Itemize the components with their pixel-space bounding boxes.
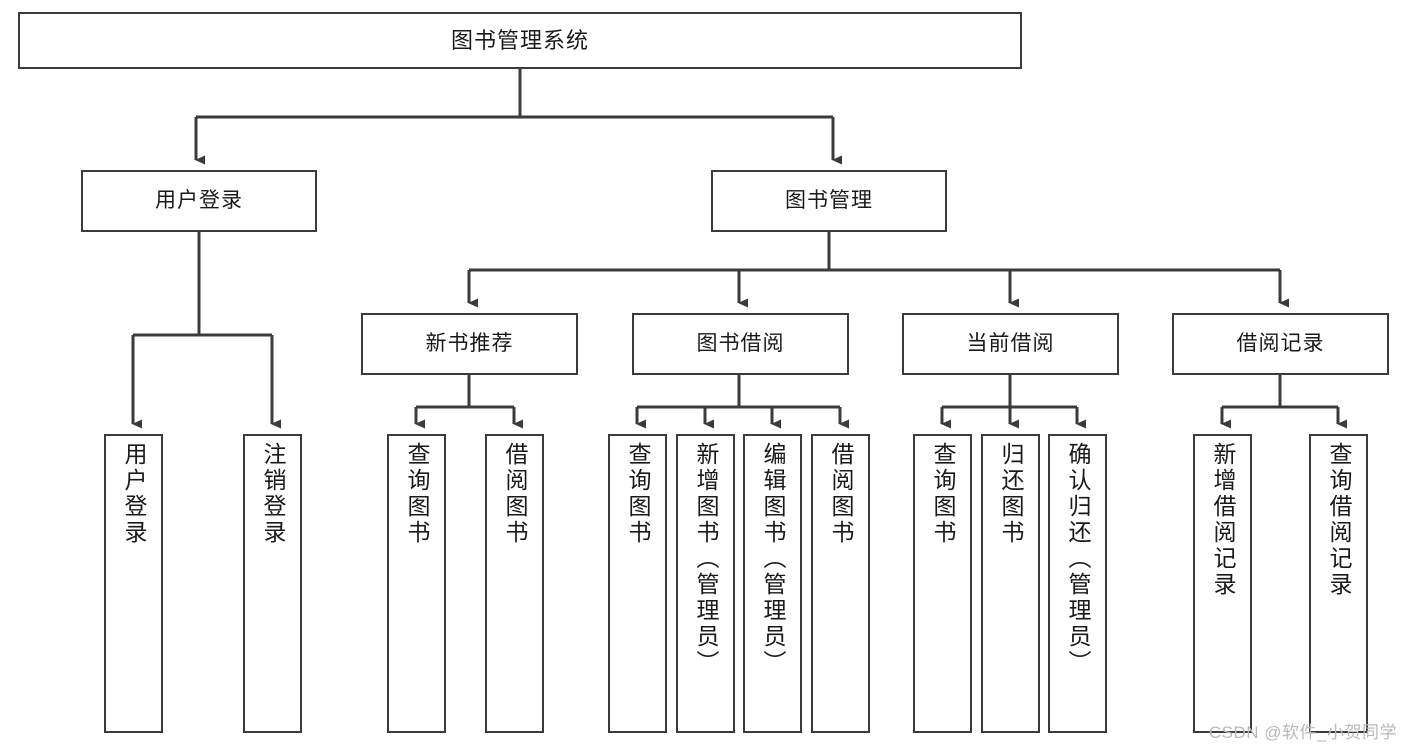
watermark-text: CSDN @软件_小贺同学 [1208, 723, 1397, 742]
node-leaf-edit-book[interactable]: 编辑图书（管理员） [743, 434, 802, 733]
node-leaf-add-book-label: 新增图书（管理员） [693, 442, 719, 676]
node-leaf-query-book-1[interactable]: 查询图书 [387, 434, 446, 733]
node-leaf-query-record[interactable]: 查询借阅记录 [1309, 434, 1368, 733]
node-leaf-borrow-book-2[interactable]: 借阅图书 [811, 434, 870, 733]
node-leaf-query-record-label: 查询借阅记录 [1326, 442, 1352, 598]
node-leaf-add-record[interactable]: 新增借阅记录 [1193, 434, 1252, 733]
node-leaf-logout-login-label: 注销登录 [260, 442, 286, 546]
node-leaf-query-book-3-label: 查询图书 [930, 442, 956, 546]
node-new-book-rec-label: 新书推荐 [425, 331, 514, 355]
node-borrow-record[interactable]: 借阅记录 [1172, 313, 1389, 375]
node-leaf-borrow-book-1-label: 借阅图书 [502, 442, 528, 546]
node-book-borrow-label: 图书借阅 [696, 331, 785, 355]
node-leaf-add-book[interactable]: 新增图书（管理员） [676, 434, 735, 733]
node-root[interactable]: 图书管理系统 [18, 12, 1022, 69]
node-book-manage[interactable]: 图书管理 [711, 170, 947, 232]
node-leaf-return-book[interactable]: 归还图书 [981, 434, 1040, 733]
node-book-borrow[interactable]: 图书借阅 [632, 313, 849, 375]
node-user-login-label: 用户登录 [155, 188, 243, 212]
node-current-borrow-label: 当前借阅 [966, 331, 1055, 355]
node-borrow-record-label: 借阅记录 [1236, 331, 1325, 355]
node-leaf-logout-login[interactable]: 注销登录 [243, 434, 302, 733]
node-book-manage-label: 图书管理 [785, 188, 873, 212]
node-new-book-rec[interactable]: 新书推荐 [361, 313, 578, 375]
node-leaf-add-record-label: 新增借阅记录 [1210, 442, 1236, 598]
node-leaf-query-book-1-label: 查询图书 [404, 442, 430, 546]
node-user-login[interactable]: 用户登录 [81, 170, 317, 232]
node-leaf-borrow-book-2-label: 借阅图书 [828, 442, 854, 546]
node-leaf-edit-book-label: 编辑图书（管理员） [760, 442, 786, 676]
node-leaf-confirm-return-label: 确认归还（管理员） [1065, 442, 1091, 676]
node-leaf-query-book-2[interactable]: 查询图书 [608, 434, 667, 733]
node-leaf-confirm-return[interactable]: 确认归还（管理员） [1048, 434, 1107, 733]
node-leaf-query-book-3[interactable]: 查询图书 [913, 434, 972, 733]
node-current-borrow[interactable]: 当前借阅 [902, 313, 1119, 375]
node-leaf-user-login-label: 用户登录 [121, 442, 147, 546]
node-leaf-return-book-label: 归还图书 [998, 442, 1024, 546]
node-leaf-query-book-2-label: 查询图书 [625, 442, 651, 546]
node-leaf-user-login[interactable]: 用户登录 [104, 434, 163, 733]
node-leaf-borrow-book-1[interactable]: 借阅图书 [485, 434, 544, 733]
node-root-label: 图书管理系统 [450, 27, 589, 53]
